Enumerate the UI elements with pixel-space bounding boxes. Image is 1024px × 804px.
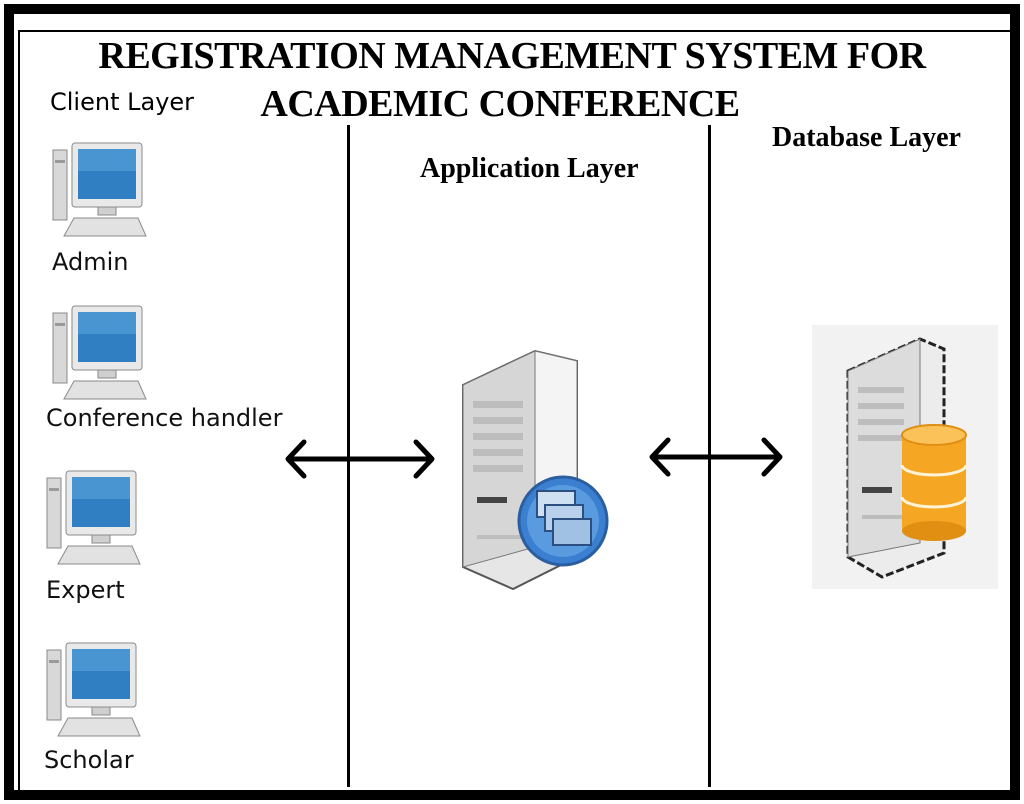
computer-icon [52,142,147,237]
bidirectional-arrow-client-application [285,439,435,479]
client-layer-label: Client Layer [50,88,195,116]
database-server-icon [812,325,998,589]
database-cylinder-icon [900,424,968,541]
client-label-conference-handler: Conference handler [46,404,283,432]
divider-client-application [347,125,350,787]
client-label-expert: Expert [46,576,125,604]
application-server-icon [462,349,609,591]
diagram-title-line-2: ACADEMIC CONFERENCE [260,83,740,125]
client-label-admin: Admin [52,248,129,276]
diagram-title-line-1: REGISTRATION MANAGEMENT SYSTEM FOR [98,35,926,77]
computer-icon [52,305,147,400]
bidirectional-arrow-application-database [649,437,783,477]
outer-border [4,4,1020,800]
database-layer-label: Database Layer [772,122,961,153]
inner-border [18,30,1020,798]
application-layer-label: Application Layer [420,153,639,184]
client-label-scholar: Scholar [44,746,134,774]
computer-icon [46,642,141,737]
computer-icon [46,470,141,565]
